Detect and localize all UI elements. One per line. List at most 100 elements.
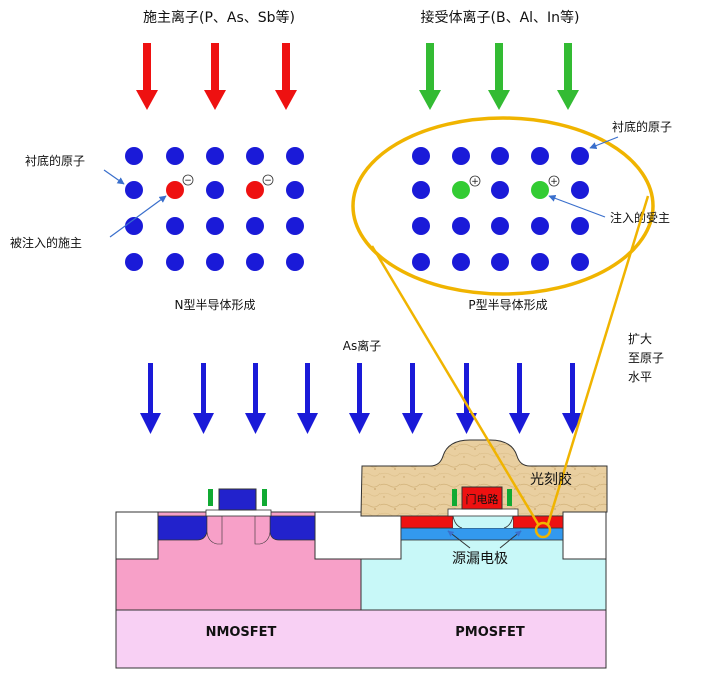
n-substrate-atom-label: 衬底的原子: [25, 153, 85, 168]
substrate-atom: [286, 253, 304, 271]
substrate-atom: [246, 217, 264, 235]
acceptor-atom: [531, 181, 549, 199]
svg-text:+: +: [550, 177, 558, 187]
p-substrate-atom-label: 衬底的原子: [612, 119, 672, 134]
substrate-atom: [412, 217, 430, 235]
p-type-caption: P型半导体形成: [468, 298, 547, 312]
negative-charge-icon: −: [182, 174, 194, 186]
substrate-atom: [125, 147, 143, 165]
zoom-note-line2: 至原子: [628, 351, 664, 365]
substrate-atom: [166, 217, 184, 235]
injected-acceptor-label: 注入的受主: [610, 210, 670, 225]
substrate-atom: [206, 147, 224, 165]
blue-arrow-icon: [349, 363, 370, 434]
isolation-block: [314, 511, 402, 560]
substrate-atom: [571, 181, 589, 199]
substrate-atom: [125, 181, 143, 199]
blue-arrow-icon: [297, 363, 318, 434]
blue-arrow-icon: [245, 363, 266, 434]
substrate-atom: [491, 147, 509, 165]
positive-charge-icon: +: [548, 175, 560, 187]
blue-arrow-icon: [509, 363, 530, 434]
green-arrow-icon: [419, 43, 441, 110]
blue-arrow-icon: [562, 363, 583, 434]
photoresist-label: 光刻胶: [530, 471, 572, 488]
substrate-atom: [531, 147, 549, 165]
negative-charge-icon: −: [262, 174, 274, 186]
substrate-atom: [452, 253, 470, 271]
acceptor-ion-label: 接受体离子(B、Al、In等): [421, 9, 580, 26]
pointer-line: [103, 169, 125, 185]
pointer-line: [447, 530, 471, 549]
nmos-drain: [269, 515, 316, 541]
substrate-atom: [571, 217, 589, 235]
gate-label: 门电路: [466, 492, 499, 506]
zoom-note-line1: 扩大: [628, 332, 652, 346]
pointer-line: [109, 195, 167, 238]
as-ion-label: As离子: [343, 338, 381, 353]
zoom-note-line3: 水平: [628, 370, 652, 384]
substrate-atom: [286, 147, 304, 165]
zoom-ellipse: [351, 116, 655, 296]
substrate-atom: [412, 181, 430, 199]
substrate-atom: [125, 217, 143, 235]
substrate-atom: [452, 217, 470, 235]
substrate-atom: [166, 147, 184, 165]
substrate-layer: [115, 609, 607, 669]
substrate-atom: [286, 217, 304, 235]
blue-arrow-icon: [456, 363, 477, 434]
green-arrow-icon: [488, 43, 510, 110]
donor-atom: [166, 181, 184, 199]
acceptor-arrows: [419, 43, 579, 110]
nmos-gate-oxide: [205, 509, 272, 517]
nmos-source: [157, 515, 208, 541]
pmos-label: PMOSFET: [455, 625, 525, 640]
red-arrow-icon: [136, 43, 158, 110]
n-type-caption: N型半导体形成: [175, 298, 256, 312]
svg-text:−: −: [264, 176, 272, 186]
substrate-atom: [206, 253, 224, 271]
substrate-atom: [491, 253, 509, 271]
photoresist: [360, 439, 608, 517]
substrate-atom: [412, 253, 430, 271]
acceptor-atom: [452, 181, 470, 199]
substrate-atom: [571, 147, 589, 165]
p-type-lattice: + +: [412, 147, 589, 271]
positive-charge-icon: +: [469, 175, 481, 187]
injected-donor-label: 被注入的施主: [10, 235, 82, 250]
as-ion-arrows: [140, 363, 583, 434]
n-type-lattice: − −: [125, 147, 304, 271]
substrate-atom: [491, 181, 509, 199]
zoom-line-right: [546, 195, 650, 525]
substrate-atom: [412, 147, 430, 165]
nmos-spacer: [208, 489, 213, 506]
green-arrow-icon: [557, 43, 579, 110]
substrate-atom: [571, 253, 589, 271]
zoom-target-circle: [534, 521, 552, 539]
zoom-line-left: [370, 245, 540, 525]
isolation-block: [115, 511, 159, 560]
pmos-gate: [461, 486, 503, 510]
nmos-label: NMOSFET: [206, 625, 277, 640]
red-arrow-icon: [275, 43, 297, 110]
svg-text:−: −: [184, 176, 192, 186]
blue-arrow-icon: [402, 363, 423, 434]
pmos-spacer: [507, 489, 512, 506]
substrate-atom: [166, 253, 184, 271]
donor-atom: [246, 181, 264, 199]
substrate-atom: [531, 253, 549, 271]
substrate-atom: [206, 181, 224, 199]
red-arrow-icon: [204, 43, 226, 110]
device-cross-section: 门电路: [115, 195, 650, 669]
pointer-line: [499, 530, 522, 549]
nmos-spacer: [262, 489, 267, 506]
pointer-line: [589, 136, 619, 149]
donor-arrows: [136, 43, 297, 110]
blue-arrow-icon: [193, 363, 214, 434]
svg-text:+: +: [471, 177, 479, 187]
substrate-atom: [125, 253, 143, 271]
substrate-atom: [246, 147, 264, 165]
nmos-gate: [218, 488, 257, 511]
pmos-gate-oxide: [447, 508, 519, 517]
